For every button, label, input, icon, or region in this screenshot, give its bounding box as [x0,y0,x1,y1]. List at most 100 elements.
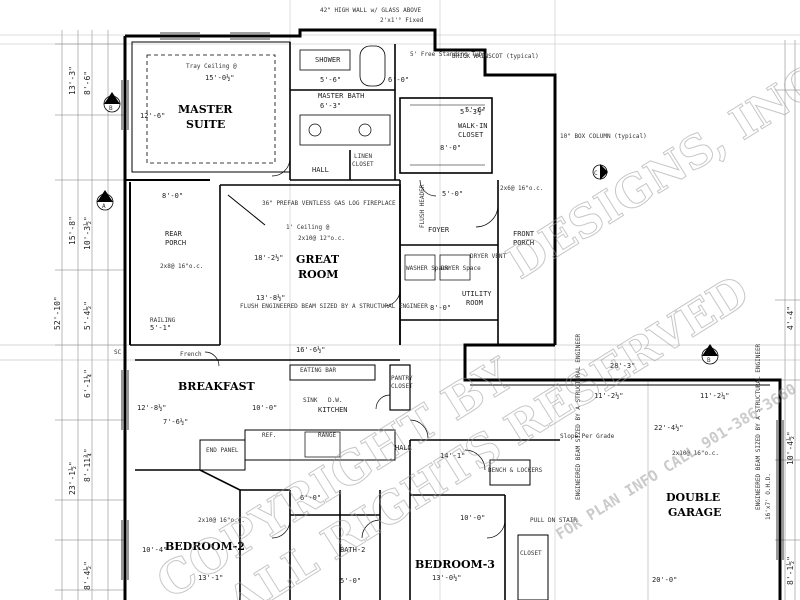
section-tag-far-right [592,164,608,180]
room-breakfast: BREAKFAST [178,380,256,393]
room-double-garage-line1: DOUBLE [666,491,720,504]
room-bedroom-2: BEDROOM-2 [165,540,245,553]
room-pantry-line2: CLOSET [391,383,413,390]
note-lockers: BENCH & LOCKERS [488,467,543,474]
room-hall-2: HALL [395,444,412,452]
note-glass: 42" HIGH WALL w/ GLASS ABOVE [320,7,422,14]
note-railing: RAILING [150,317,176,324]
dim-hall-width: 14'-1" [440,452,465,460]
dim-closet-width: 5'-3½" [460,108,485,116]
dim-bed2-width: 13'-1" [198,574,223,582]
room-walk-in-line2: CLOSET [458,131,484,139]
dim-left-1: 13'-3" [68,66,77,95]
dim-closet-height: 8'-0" [440,144,461,152]
note-pull-down-stair: PULL DN STAIR [530,517,577,524]
room-walk-in-line1: WALK-IN [458,122,488,130]
dim-left-sub-3: 5'-4½" [82,301,92,330]
note-joist-porch: 2x8@ 16"o.c. [160,263,203,270]
room-double-garage-line2: GARAGE [668,506,721,519]
note-ref: REF. [262,432,276,439]
section-tag-right [701,344,719,365]
note-end-panel: END PANEL [206,447,239,454]
dim-right-3: 8'-1½" [785,556,795,585]
dim-breakfast-height: 12'-8½" [137,404,167,412]
dim-bath-width-3: 6'-3" [320,102,341,110]
interior-walls [130,41,770,600]
note-joist: 2x10@ 12"o.c. [298,235,345,242]
room-linen-line1: LINEN [354,153,372,160]
dim-bed3-height: 10'-0" [460,514,485,522]
dim-garage-overall: 28'-3" [610,362,635,370]
note-joist-porch-front: 2x6@ 16"o.c. [500,185,543,192]
dim-util-height: 5'-6" [465,106,486,114]
room-great-room-line1: GREAT [296,253,340,266]
dim-garage-width: 22'-4½" [654,424,684,432]
section-tag-a: A [102,203,106,210]
dim-breakfast-width: 7'-6½" [163,418,188,426]
dim-great-width: 16'-6½" [296,346,326,354]
watermark-line-2: ALL RIGHTS RESERVED [218,266,758,600]
dim-garage-width-2: 11'-2½" [594,392,624,400]
room-front-porch-line1: FRONT [513,230,535,238]
watermark-line-3: DESIGNS, INC. [499,48,800,289]
dim-right-2: 10'-4½" [785,431,795,465]
note-flush-beam: FLUSH ENGINEERED BEAM SIZED BY A STRUCTU… [240,303,428,310]
dim-left-sub-5: 8'-11¾" [83,448,92,482]
dim-garage-width-3: 11'-2¼" [700,392,730,400]
section-tag-mid [96,190,114,211]
room-hall: HALL [312,166,329,174]
section-tag-b2: B [707,357,711,364]
note-washer: WASHER Space [406,265,450,272]
room-bath-2: BATH-2 [340,546,365,554]
dim-great-height-2: 13'-8½" [256,294,286,302]
dim-left-sub-1: 8'-6" [83,71,92,95]
dim-bath-width: 6'-0" [388,76,409,84]
exterior-walls [123,28,782,600]
door-swings [204,157,506,539]
room-closet: CLOSET [520,550,542,557]
note-ceiling: 1' Ceiling @ [286,224,330,231]
dim-left-3: 23'-1½" [67,461,77,495]
note-dw: D.W. [328,397,342,404]
dim-great-height: 18'-2½" [254,254,284,262]
note-eating-bar: EATING BAR [300,367,337,374]
note-engineered-beam-2: ENGINEERED BEAM SIZED BY A STRUCTURAL EN… [755,343,762,510]
room-master-suite-line1: MASTER [178,103,233,116]
room-master-suite-line2: SUITE [186,118,225,131]
section-tag-b: B [109,105,113,112]
note-range: RANGE [318,432,336,439]
note-fixed-window: 2'x1'° Fixed [380,17,424,24]
dim-bath2-width: 5'-0" [340,577,361,585]
dim-rear-width: 8'-0" [162,192,183,200]
dim-garage-height: 20'-0" [652,576,677,584]
dim-left-2: 15'-8" [68,216,77,245]
note-dryer-vent: DRYER VENT [470,253,507,260]
note-french-door: French [180,351,202,358]
note-tub: 5' Free Standing Tub [410,51,483,58]
room-linen-line2: CLOSET [352,161,374,168]
note-flush-header: FLUSH HEADER [419,184,426,228]
dim-master-width: 15'-0½" [205,74,235,82]
room-pantry-line1: PANTRY [391,375,413,382]
room-rear-porch-line1: REAR [165,230,183,238]
dim-master-height: 12'-6" [140,112,165,120]
note-sink: SINK [303,397,318,404]
note-slope: Slope Per Grade [560,433,615,440]
dim-bed3-width: 13'-0½" [432,574,462,582]
dim-kitchen-width: 10'-0" [252,404,277,412]
dim-bed2-height: 10'-4" [142,546,167,554]
dim-left-sub-2: 10'-3½" [82,216,92,250]
dim-left-sub-6: 8'-4½" [82,561,92,590]
dim-utility-width: 8'-0" [430,304,451,312]
section-tag-c: C [594,170,598,177]
dim-rear-width-2: 5'-1" [150,324,171,332]
note-dryer: DRYER Space [441,265,481,272]
note-brick: BRICK WAINSCOT (typical) [452,53,539,60]
note-engineered-beam: ENGINEERED BEAM SIZED BY A STRUCTURAL EN… [575,333,582,500]
dim-bath-width-2: 5'-6" [320,76,341,84]
room-foyer: FOYER [428,226,450,234]
dim-right-1: 4'-4" [786,306,795,330]
room-rear-porch-line2: PORCH [165,239,186,247]
dim-left-sub-4: 6'-1¼" [83,369,92,398]
